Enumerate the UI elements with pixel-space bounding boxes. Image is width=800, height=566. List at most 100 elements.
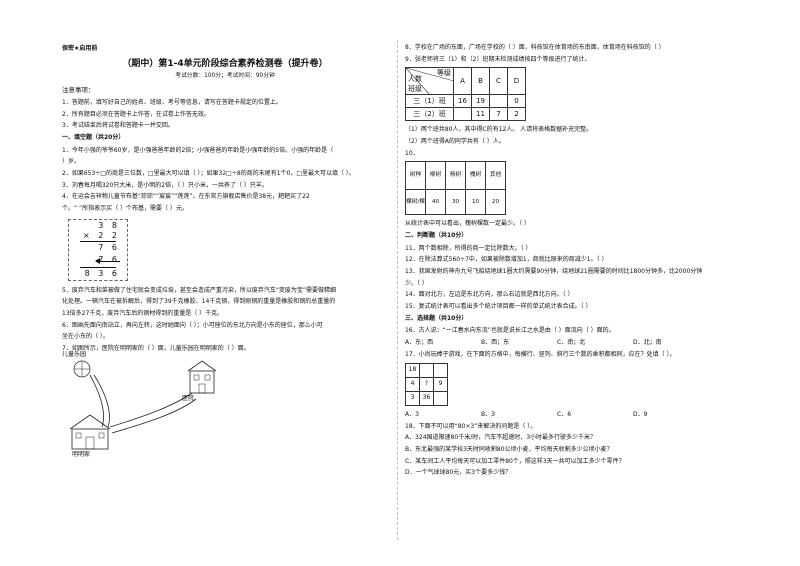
- question-14: 14．面对北方，左边是东北方向，那么右边就是西北方向。（ ）: [405, 291, 574, 299]
- option-b: B．西；东: [481, 338, 510, 346]
- question-9-part2: （2）两个班得A的同学共有（ ）人。: [405, 138, 505, 146]
- diag-label-class: 班级: [408, 84, 422, 93]
- question-1-cont: ）岁。: [62, 158, 81, 166]
- arrow-left-icon: [95, 258, 120, 265]
- calc-line: [80, 240, 116, 242]
- question-5: 5．废弃汽车和菜被做了住宅就会变成垃圾，甚至会造成严重污染，所以废弃汽车“变废为…: [62, 286, 337, 294]
- table-cell: 19: [471, 94, 490, 109]
- calc-row: × 2 2: [83, 230, 120, 240]
- table-row: 棵树/棵 40 30 10 20: [405, 189, 506, 216]
- option-b: B．3: [481, 410, 495, 418]
- table-cell: 9: [433, 376, 448, 392]
- question-15: 15．复式统计表可以看出多个统计项目都一样的单式统计表合成。（ ）: [405, 303, 592, 311]
- table-cell: 11: [471, 107, 490, 122]
- question-17: 17．小尚玩棒子游戏，在下面的方格中，每横行、竖列、斜行三个数的乘积都相同，应在…: [405, 350, 676, 358]
- question-9: 9．张老师将三（1）和（2）班期末检测成绩按四个等级进行了统计。: [405, 55, 591, 63]
- table-cell: ?: [419, 376, 434, 392]
- right-column: 8．学校在广场的东面，广场在学校的（ ）面，科技馆在体育场的东南面，体育场在科技…: [405, 44, 745, 481]
- table-cell: 30: [445, 189, 466, 216]
- calc-row: 3 8: [98, 220, 120, 230]
- table-row: 三（2）班 11 7 2: [405, 107, 526, 122]
- left-column: 保密★启用前 （期中）第1-4单元阶段综合素养检测卷（提升卷） 考试分数：100…: [62, 45, 388, 459]
- question-17-options: A．3 B．3 C．6 D．9: [405, 411, 745, 419]
- section-true-false: 二、判断题（共10分）: [405, 232, 468, 240]
- table-cell: 10: [465, 189, 486, 216]
- calc-row: 8 3 6: [84, 268, 120, 278]
- option-b: B．东北最强的某学校3天时同收割80公顷小麦，平均每天收割多少公顷小麦？: [405, 446, 613, 453]
- note-item: 2．所有题目必须在答题卡上作答，在试卷上作答无效。: [62, 110, 210, 118]
- table-header-cell: 杨树: [445, 161, 466, 191]
- table-header-cell: C: [489, 67, 508, 96]
- secret-label: 保密★启用前: [62, 45, 98, 52]
- option-c: C．6: [557, 410, 572, 418]
- map-label-hospital: 医院: [182, 394, 195, 402]
- section-choice: 三、选择题（共10分）: [405, 314, 468, 322]
- question-4-cont: 个。“ ”所指表示买（ ）个布基，需要（ ）元。: [62, 205, 188, 213]
- calc-row: 7 6: [98, 242, 120, 252]
- option-d: D．9: [633, 410, 648, 418]
- table-cell-label: 棵树/棵: [405, 189, 426, 216]
- table-diagonal-header: 等级 人数 班级: [405, 67, 454, 96]
- question-1: 1．今年小强的爷爷60岁，是小强爸爸年龄的2倍；小强爸爸的年龄是小强年龄的5倍。…: [62, 146, 334, 154]
- table-header-cell: D: [507, 67, 526, 96]
- note-item: 3．考试结束后将试卷和答题卡一并交回。: [62, 122, 174, 130]
- table-cell-class: 三（1）班: [405, 94, 454, 109]
- table-row: 4 ? 9: [405, 376, 448, 392]
- question-16: 16．古人说：“一江春水向东流”也就是说长江之水是由（ ）面流向（ ）面的。: [405, 327, 615, 335]
- table-header-cell: 柳树: [425, 161, 446, 191]
- question-8: 8．学校在广场的东面，广场在学校的（ ）面，科技馆在体育场的东南面，体育场在科技…: [405, 44, 665, 51]
- question-7: 7．如图所示，医院在明明家的（ ）面，儿童乐园在明明家的（ ）面。: [62, 345, 250, 353]
- question-13-cont: 少。（ ）: [405, 279, 428, 287]
- calc-frame: [68, 218, 128, 281]
- table-header-cell: A: [453, 67, 472, 96]
- table-header-cell: 树种: [405, 161, 426, 191]
- question-2: 2．如果653÷□的商是三位数，□里最大可以填（ ）；如果32□÷8的商的末尾有…: [62, 170, 355, 178]
- question-5-cont: 化处理。一辆汽车在被拆解后，得到了39千克橡胶、14千克钢，得到刚钢的重量是橡胶…: [62, 298, 336, 306]
- calc-row: 7 6: [98, 254, 120, 264]
- table-cell: 18: [405, 362, 420, 378]
- vertical-multiplication: 3 8 × 2 2 7 6 7 6 8 3 6: [68, 218, 128, 281]
- table-header-cell: 其他: [485, 161, 506, 191]
- column-divider: [397, 40, 398, 540]
- exam-title: （期中）第1-4单元阶段综合素养检测卷（提升卷）: [122, 58, 328, 69]
- table-cell: [489, 94, 508, 109]
- question-13: 13．我国发射的神舟九号飞船绕地球1圈大约需要90分钟，绕地球21圈需要的时间比…: [405, 268, 703, 275]
- table-cell: [433, 362, 448, 378]
- grade-table: 等级 人数 班级 A B C D 三（1）班 16 19 0 三（2）班 1: [405, 67, 526, 122]
- table-cell: [419, 362, 434, 378]
- table-cell: 7: [489, 107, 508, 122]
- question-10: 10．: [405, 149, 419, 157]
- table-cell: 16: [453, 94, 472, 109]
- question-10-statement: 从统计表中可以看出，槐树棵数一定最少。（ ）: [405, 220, 530, 228]
- table-row: 树种 柳树 杨树 槐树 其他: [405, 161, 506, 191]
- question-11: 11．两个数相除，所得的商一定比除数大。（ ）: [405, 244, 532, 252]
- diag-label-count: 人数: [408, 75, 422, 84]
- question-18: 18．下面不可以用“80×3”来解决的问题是（ ）。: [405, 422, 537, 430]
- option-a: A．3: [405, 410, 419, 418]
- question-16-options: A．东；西 B．西；东 C．南；北 D．北；南: [405, 339, 745, 347]
- option-d: D．北；南: [633, 338, 662, 346]
- question-12: 12．在除法算式560÷7中，如果被除数增加1，商就比原来的商减少1。（ ）: [405, 256, 608, 264]
- note-item: 1．答题前，填写好自己的姓名、班级、考号等信息，请写在答题卡规定的位置上。: [62, 99, 282, 107]
- table-row: 三（1）班 16 19 0: [405, 94, 526, 109]
- tree-table: 树种 柳树 杨树 槐树 其他 棵树/棵 40 30 10 20: [405, 161, 506, 216]
- option-a: A．324国道限速80千米/时，汽车不超速时，3小时最多行驶多少千米？: [405, 434, 597, 442]
- table-row: 18: [405, 362, 448, 378]
- calc-line: [80, 266, 116, 268]
- option-c: C．某车间工人平均每天可以加工零件80个，照这样3天一共可以加工多少个零件？: [405, 457, 625, 465]
- option-a: A．东；西: [405, 338, 434, 346]
- table-cell: 20: [485, 189, 506, 216]
- table-cell: [433, 390, 448, 406]
- map-drawing: [69, 360, 217, 450]
- notes-heading: 注意事项：: [62, 85, 95, 94]
- diagonal-lines: [406, 68, 454, 96]
- magic-square-table: 18 4 ? 9 3 36: [405, 362, 448, 406]
- option-c: C．南；北: [557, 338, 586, 346]
- table-cell: 40: [425, 189, 446, 216]
- diag-label-grade: 等级: [437, 69, 451, 78]
- table-header-cell: 槐树: [465, 161, 486, 191]
- table-cell: [453, 107, 472, 122]
- table-cell-class: 三（2）班: [405, 107, 454, 122]
- question-3: 3．刘春每月喝320只大米，是小明的2倍，（ ）只小米，一共养了（ ）只羊。: [62, 181, 268, 189]
- table-row: 3 36: [405, 390, 448, 406]
